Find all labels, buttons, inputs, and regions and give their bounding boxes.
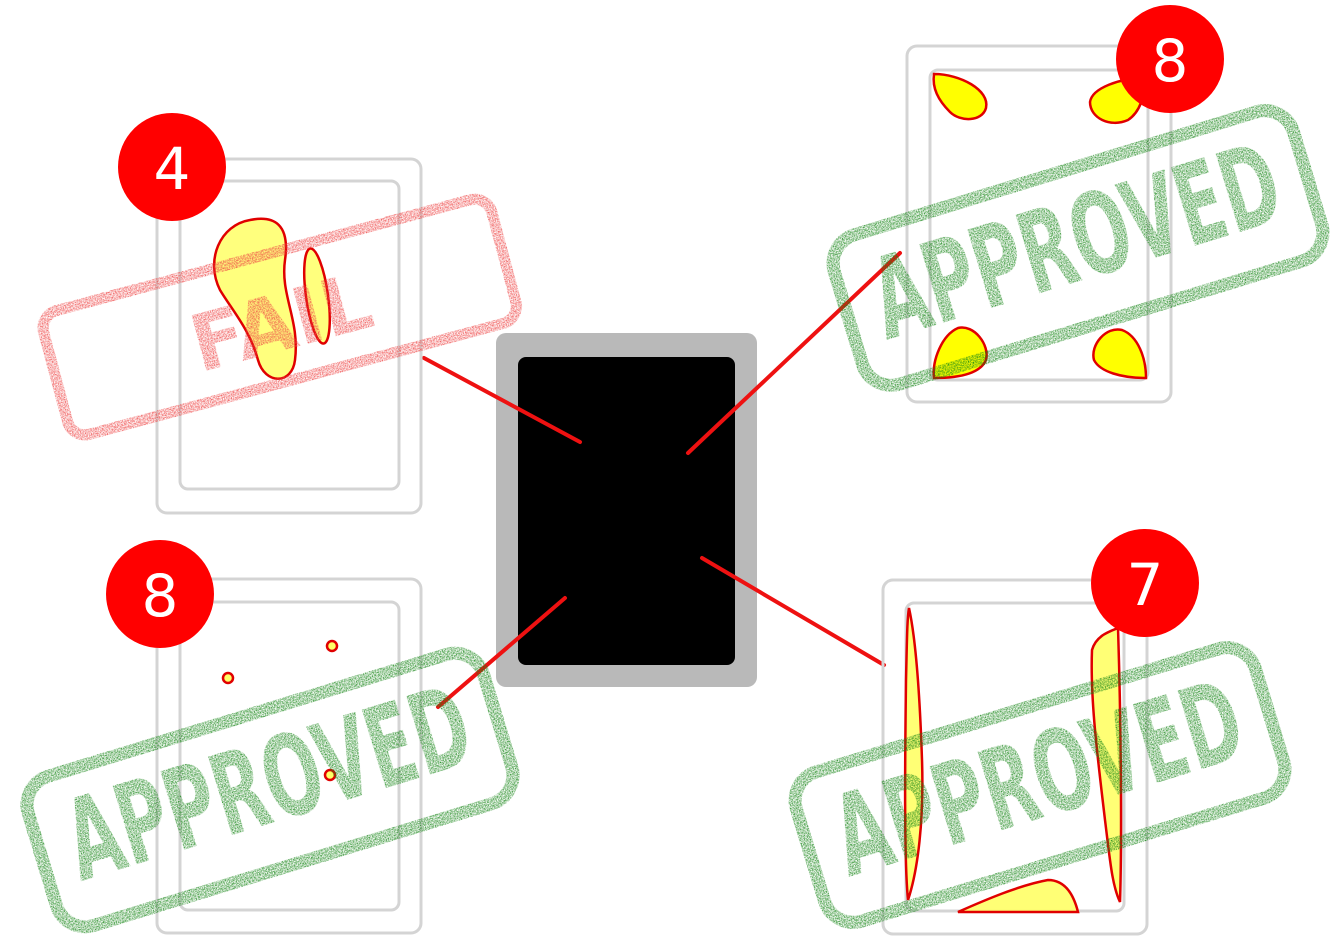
- score-badge: 4: [118, 113, 226, 221]
- score-value: 7: [1127, 551, 1164, 619]
- score-badge: 7: [1091, 529, 1199, 637]
- highlight-dot: [327, 641, 337, 651]
- corner-marker: [934, 74, 987, 119]
- center-device: [496, 333, 757, 687]
- score-badge: 8: [1116, 5, 1224, 113]
- score-value: 4: [154, 135, 191, 203]
- panel-bottom-left: APPROVED 8: [20, 540, 521, 934]
- score-badge: 8: [106, 540, 214, 648]
- highlight-dot: [223, 673, 233, 683]
- center-device-screen: [518, 357, 735, 665]
- score-value: 8: [1152, 27, 1189, 95]
- approved-stamp: APPROVED: [826, 103, 1331, 393]
- panel-top-right: APPROVED 8: [826, 5, 1331, 402]
- approved-stamp: APPROVED: [20, 646, 521, 934]
- panel-top-left: FAIL 4: [39, 113, 520, 513]
- score-value: 8: [142, 562, 179, 630]
- panel-bottom-right: APPROVED 7: [788, 529, 1293, 934]
- corner-marker: [1093, 329, 1146, 378]
